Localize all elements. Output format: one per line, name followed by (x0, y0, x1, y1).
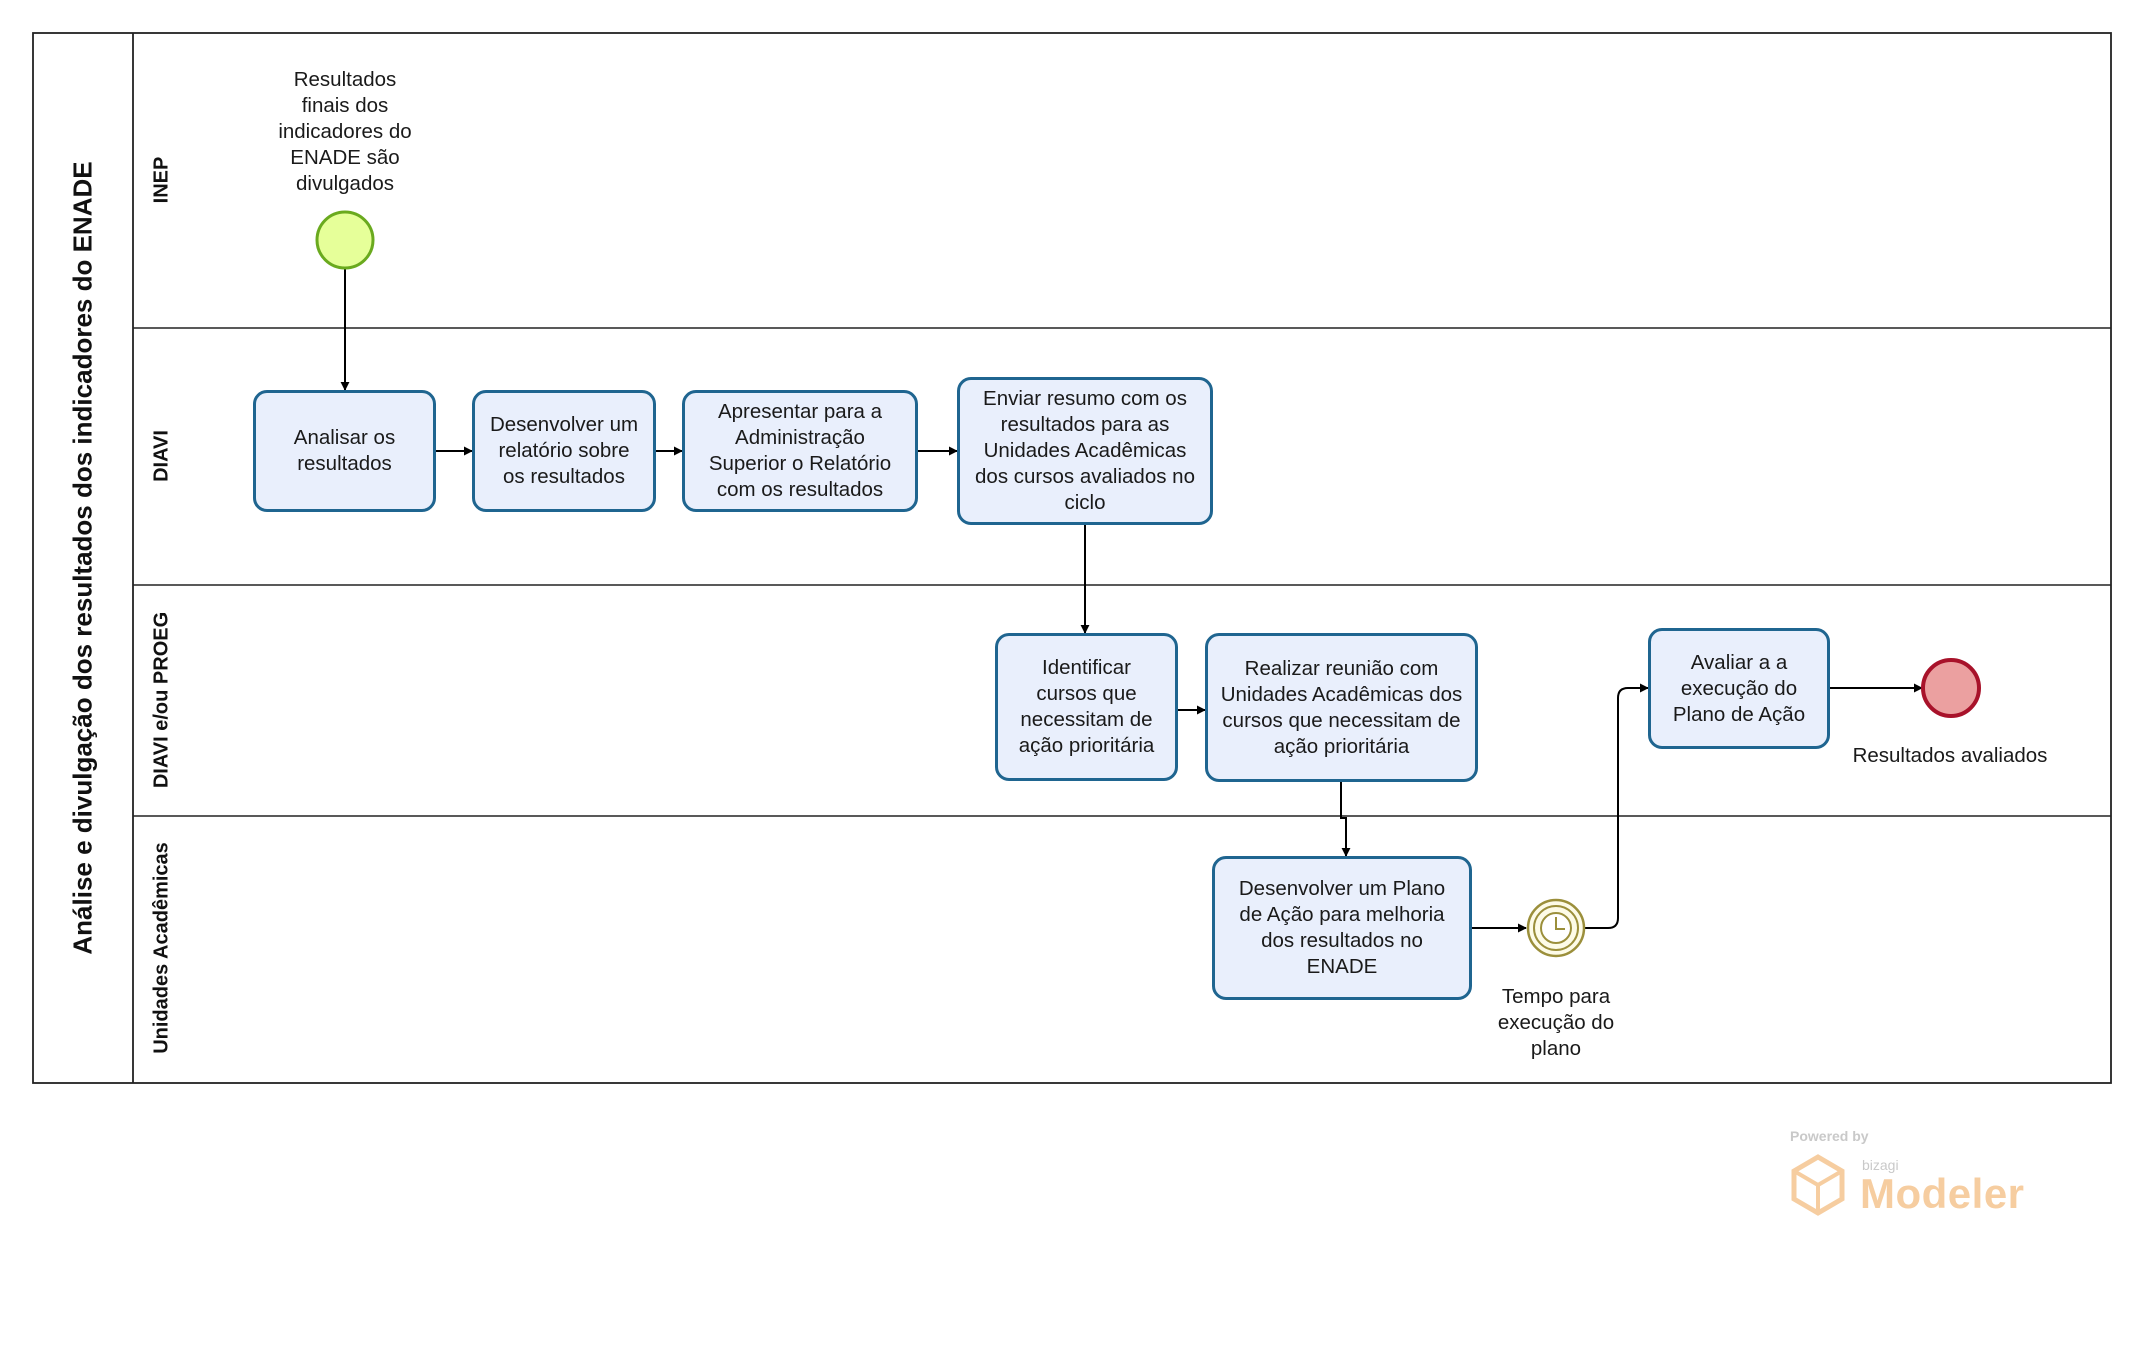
start-event[interactable] (315, 210, 375, 270)
task-plano-de-acao[interactable]: Desenvolver um Plano de Ação para melhor… (1212, 856, 1472, 1000)
end-event[interactable] (1921, 658, 1981, 718)
watermark-powered-text: Powered by (1790, 1128, 1869, 1144)
flow-reuniao-to-plano (1340, 782, 1351, 857)
task-identificar-cursos[interactable]: Identificar cursos que necessitam de açã… (995, 633, 1178, 781)
lane-title-diavi-proeg: DIAVI e/ou PROEG (150, 611, 173, 789)
task-desenvolver-relatorio[interactable]: Desenvolver um relatório sobre os result… (472, 390, 656, 512)
clock-hands (1555, 917, 1565, 930)
pool-border (32, 32, 2112, 1084)
task-enviar-resumo[interactable]: Enviar resumo com os resultados para as … (957, 377, 1213, 525)
pool-title: Análise e divulgação dos resultados dos … (67, 161, 98, 955)
start-event-label: Resultados finais dos indicadores do ENA… (278, 68, 412, 195)
task-realizar-reuniao[interactable]: Realizar reunião com Unidades Acadêmicas… (1205, 633, 1478, 782)
flow-timer-to-avaliar (1584, 683, 1649, 929)
end-event-label: Resultados avaliados (1852, 744, 2048, 767)
watermark-brand-text: bizagi (1862, 1157, 1899, 1173)
watermark-product-text: Modeler (1860, 1170, 2025, 1217)
timer-event[interactable] (1526, 898, 1586, 958)
lane-title-inep: INEP (150, 156, 173, 204)
bizagi-watermark: Powered by bizagi Modeler (1790, 1128, 2050, 1218)
lane-title-unidades: Unidades Acadêmicas (150, 842, 173, 1054)
lane-title-diavi: DIAVI (150, 430, 173, 482)
bizagi-logo-icon (1791, 1154, 1845, 1216)
task-apresentar-relatorio[interactable]: Apresentar para a Administração Superior… (682, 390, 918, 512)
task-analisar-resultados[interactable]: Analisar os resultados (253, 390, 436, 512)
timer-event-label: Tempo para execução do plano (1497, 985, 1615, 1060)
task-avaliar-execucao[interactable]: Avaliar a a execução do Plano de Ação (1648, 628, 1830, 749)
